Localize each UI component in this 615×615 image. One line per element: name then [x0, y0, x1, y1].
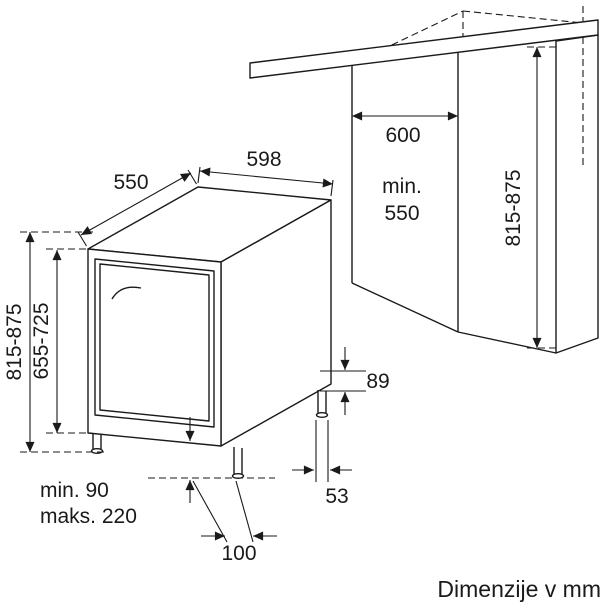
- dim-top-width: 598: [197, 148, 334, 197]
- top-depth-label: 550: [113, 171, 148, 194]
- hidden-cabinet-edges: [351, 6, 584, 65]
- dim-niche-width: 600: [352, 111, 458, 147]
- door-handle: [111, 286, 142, 300]
- door-inner-edge: [99, 263, 210, 422]
- dim-rear-height: 89: [320, 347, 390, 415]
- niche-depth-prefix-label: min.: [382, 175, 422, 198]
- plinth-max-label: maks. 220: [40, 505, 137, 528]
- dim-plinth-height: min. 90 maks. 220: [40, 417, 195, 528]
- side-panel: [555, 34, 599, 354]
- dim-plinth-depth: 100: [192, 480, 277, 565]
- door-outer-edge: [94, 258, 215, 428]
- worktop: [249, 19, 599, 79]
- niche-depth-value-label: 550: [384, 202, 419, 225]
- rear-offset-label: 53: [325, 485, 348, 508]
- dim-appliance-height: 815-875: [3, 232, 35, 452]
- rear-height-label: 89: [366, 370, 389, 393]
- foot-front-left: [90, 433, 104, 455]
- plinth-min-label: min. 90: [40, 479, 109, 502]
- niche-walls: [351, 52, 557, 354]
- dim-niche-depth: min. 550: [382, 175, 422, 225]
- dim-inner-height: 655-725: [30, 250, 62, 433]
- niche-width-label: 600: [385, 124, 420, 147]
- dishwasher-body: [87, 186, 332, 480]
- front-face: [87, 248, 222, 447]
- foot-front-right: [231, 447, 245, 480]
- plinth-depth-label: 100: [221, 542, 256, 565]
- dim-rear-offset: 53: [292, 420, 352, 508]
- top-width-label: 598: [246, 148, 281, 171]
- appliance-height-label: 815-875: [3, 303, 26, 380]
- dim-niche-height: 815-875: [502, 47, 542, 348]
- foot-back-right: [315, 390, 329, 419]
- niche-height-label: 815-875: [502, 169, 525, 246]
- dim-top-depth: 550: [77, 169, 197, 247]
- inner-height-label: 655-725: [30, 302, 53, 379]
- door: [94, 258, 215, 428]
- units-caption: Dimenzije v mm: [437, 576, 601, 602]
